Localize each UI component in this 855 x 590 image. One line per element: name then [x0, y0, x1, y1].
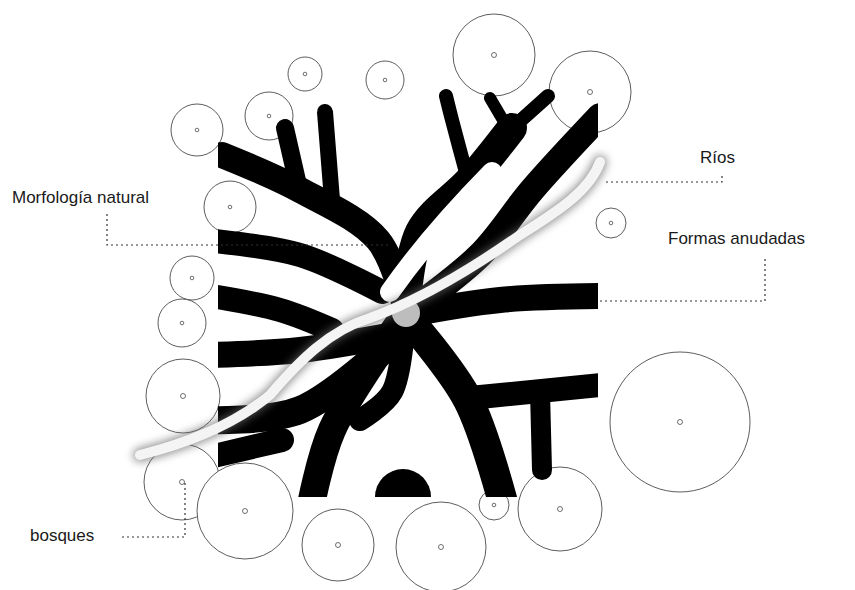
callout-label: Formas anudadas — [668, 229, 805, 249]
circle-center — [383, 78, 387, 82]
white-lobe — [390, 172, 492, 292]
callout-label: bosques — [30, 526, 94, 546]
circle-center — [609, 221, 613, 225]
branch — [218, 295, 332, 330]
branch — [285, 128, 298, 185]
forest-circle — [171, 104, 223, 156]
leader-lines — [107, 176, 765, 537]
leader-line — [122, 480, 185, 537]
branch — [540, 392, 542, 470]
river-shadow — [140, 162, 600, 455]
forest-circle — [302, 509, 374, 581]
circle-center — [439, 545, 444, 550]
forest-circle — [204, 181, 256, 233]
forest-circle — [146, 359, 220, 433]
circle-center — [678, 420, 683, 425]
circle-center — [336, 543, 341, 548]
circle-center — [492, 53, 497, 58]
circle-center — [190, 276, 194, 280]
circle-center — [267, 114, 271, 118]
callout-label: Morfología natural — [12, 188, 149, 208]
circle-center — [558, 507, 563, 512]
leader-line — [107, 214, 388, 245]
forest-circle — [197, 463, 293, 559]
forest-circles — [144, 14, 750, 590]
circle-center — [303, 72, 307, 76]
branch — [218, 440, 282, 458]
circle-center — [228, 205, 232, 209]
forest-circle — [396, 502, 486, 590]
leader-line — [600, 256, 765, 301]
circle-center — [180, 321, 184, 325]
branch — [218, 240, 382, 292]
dome-shape — [375, 469, 431, 497]
circle-center — [195, 128, 199, 132]
branch — [510, 96, 548, 130]
river — [140, 162, 600, 455]
forest-circle — [366, 61, 404, 99]
circle-center — [181, 394, 186, 399]
circle-center — [492, 503, 496, 507]
forest-circle — [288, 57, 322, 91]
forest-circle — [453, 14, 535, 96]
branch — [446, 96, 468, 180]
branch — [405, 296, 598, 315]
forest-circle — [170, 256, 214, 300]
forest-circle — [518, 467, 602, 551]
circle-center — [243, 509, 248, 514]
branch — [325, 112, 332, 200]
forest-circle — [158, 299, 206, 347]
branch — [360, 315, 405, 420]
leader-line — [606, 176, 722, 182]
circle-center — [180, 480, 185, 485]
forest-circle — [596, 208, 626, 238]
branch — [490, 98, 510, 132]
circle-center — [588, 90, 593, 95]
forest-circle — [610, 352, 750, 492]
callout-label: Ríos — [700, 148, 735, 168]
